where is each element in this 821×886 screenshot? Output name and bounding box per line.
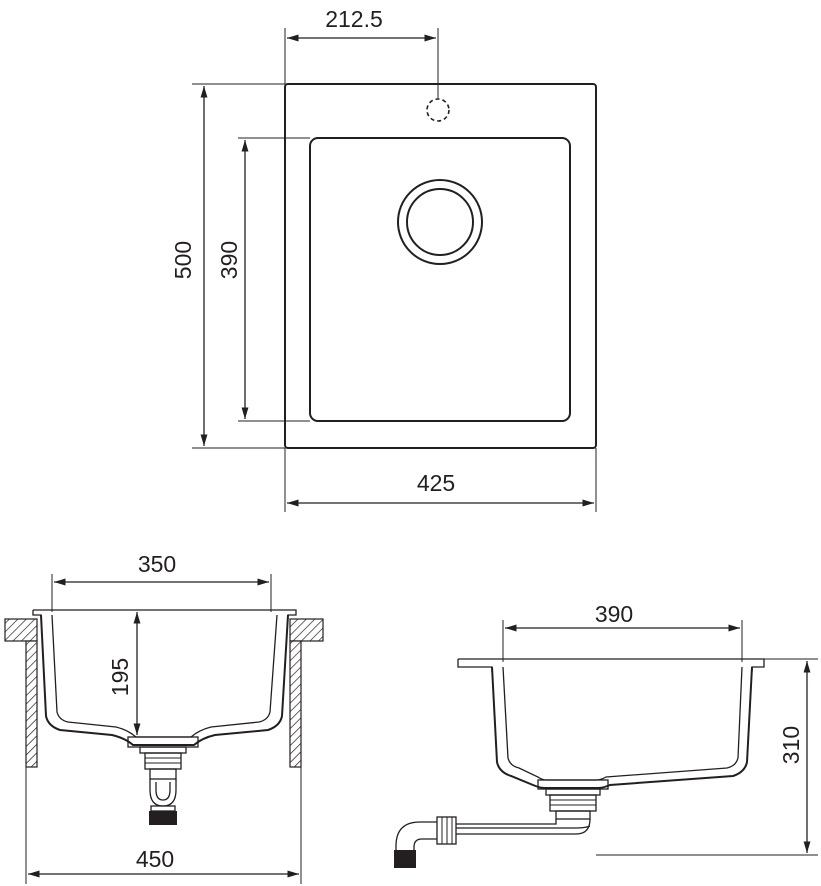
dim-label-bowl-depth: 390 [216,241,242,279]
dim-label-cabinet-width: 450 [136,846,174,872]
dim-label-bowl-width: 350 [138,551,176,577]
side-section-view: 390 310 [394,601,818,868]
side-bowl-inner [502,666,743,781]
cabinet-wall-right [289,640,302,768]
pipe-outlet [394,850,416,868]
drain-outlet [149,811,177,825]
side-flange [457,658,765,672]
drain-inner-ring [406,188,474,256]
bowl-outline [309,137,571,422]
countertop-right [289,618,324,642]
sink-flange [32,609,297,619]
drain-outer-ring [397,179,483,265]
waste-pipe [456,818,591,835]
dim-label-tap-offset: 212.5 [325,6,383,32]
bowl-section-inner [51,614,278,738]
dim-label-bowl-height: 195 [107,658,133,696]
countertop-left [4,618,38,642]
dim-label-total-height: 310 [778,726,804,764]
cabinet-wall-left [25,640,38,768]
side-bowl-outer [491,666,753,789]
sink-outer-outline [284,83,597,449]
top-view: 212.5 500 390 425 [170,6,597,512]
front-section-view: 350 195 450 [4,551,324,884]
dim-label-bowl-length: 390 [595,601,633,627]
pipe-elbow [395,821,437,850]
tap-hole-icon [426,98,450,122]
drain-trap [149,779,177,807]
dim-label-total-width: 425 [417,470,455,496]
dim-label-total-depth: 500 [170,241,196,279]
bowl-section-outer [40,614,289,746]
